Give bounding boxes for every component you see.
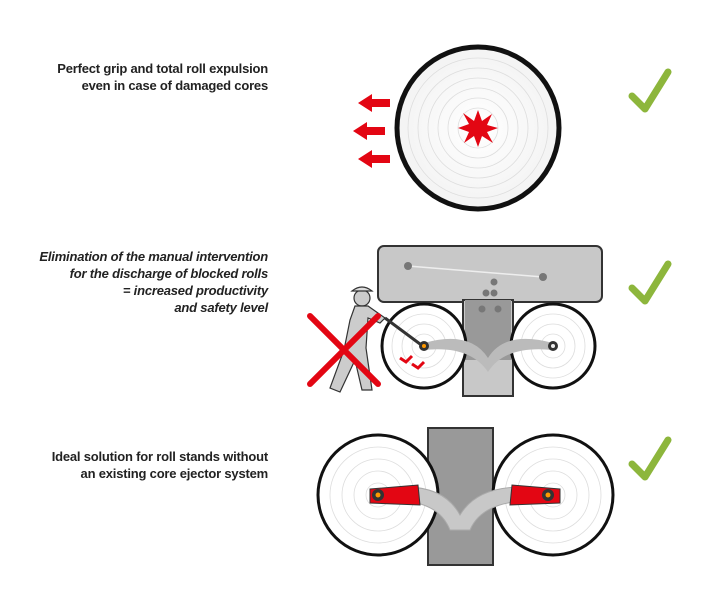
roll-with-damaged-core [394, 44, 562, 212]
check-icon [628, 436, 672, 481]
check-icon [628, 68, 672, 113]
text-line: even in case of damaged cores [81, 78, 269, 93]
text-line: and safety level [174, 300, 268, 315]
text-line: Elimination of the manual intervention [39, 249, 268, 264]
text-line: for the discharge of blocked rolls [69, 266, 269, 281]
arrow-left-icon [358, 150, 390, 168]
roll-stand-ejector [316, 427, 615, 566]
arrow-left-icon [353, 122, 385, 140]
roll-stand-manual [377, 245, 603, 397]
burst-icon [458, 110, 498, 147]
text-line: = increased productivity [122, 283, 268, 298]
worker-figure [329, 286, 421, 393]
prohibited-x-icon [307, 313, 381, 387]
arrow-left-icon [358, 94, 390, 112]
expulsion-arrows [353, 94, 390, 168]
text-line: an existing core ejector system [80, 466, 269, 481]
feature-2-text: Elimination of the manual intervention f… [39, 248, 268, 316]
text-line: Perfect grip and total roll expulsion [57, 61, 268, 76]
feature-1-text: Perfect grip and total roll expulsion ev… [57, 60, 268, 94]
text-line: Ideal solution for roll stands without [51, 449, 268, 464]
feature-3-text: Ideal solution for roll stands without a… [52, 448, 268, 482]
check-icon [628, 260, 672, 305]
